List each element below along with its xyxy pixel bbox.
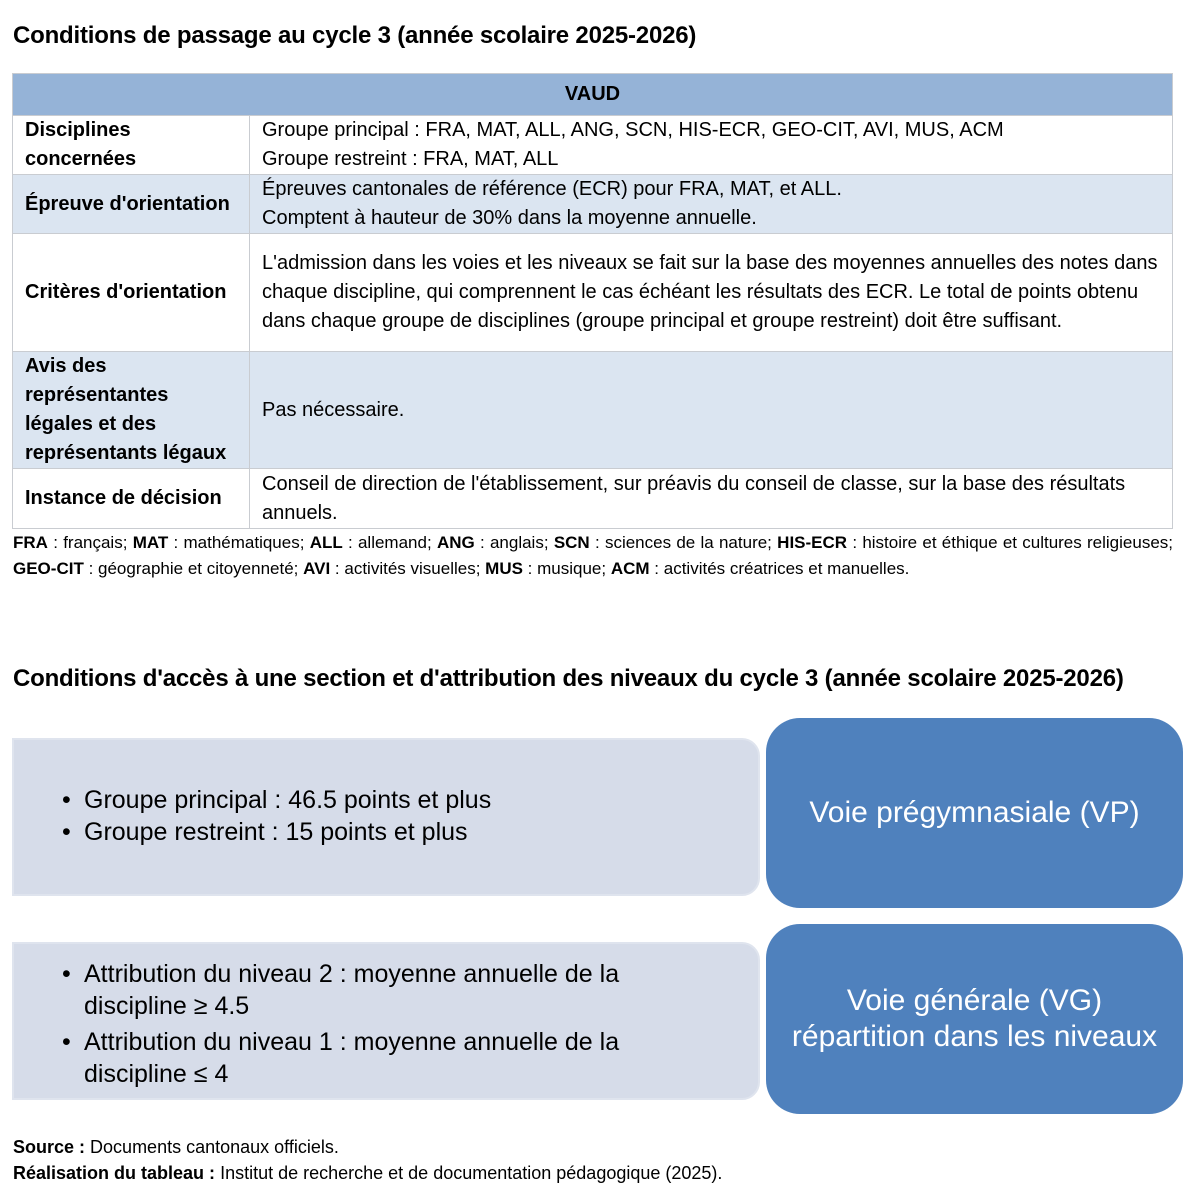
legend-abbr: AVI	[303, 559, 331, 578]
legend-abbr: MAT	[132, 533, 169, 552]
row-key: Épreuve d'orientation	[12, 174, 250, 234]
legend-text: histoire et éthique et cultures religieu…	[862, 533, 1174, 552]
legend-text: allemand;	[357, 533, 432, 552]
row-value: L'admission dans les voies et les niveau…	[249, 233, 1173, 352]
legend-text: géographie et citoyenneté;	[98, 559, 299, 578]
table-row: Avis des représentantes légales et des r…	[12, 351, 1173, 469]
legend-abbr: GEO-CIT	[13, 559, 84, 578]
table-header-canton: VAUD	[12, 73, 1173, 116]
row-value: Pas nécessaire.	[249, 351, 1173, 469]
legend-abbr: HIS-ECR	[777, 533, 848, 552]
criterion: Attribution du niveau 1 : moyenne annuel…	[62, 1026, 684, 1090]
row-value: Épreuves cantonales de référence (ECR) p…	[249, 174, 1173, 234]
legend-text: mathématiques;	[183, 533, 305, 552]
criteria-box-vg: Attribution du niveau 2 : moyenne annuel…	[12, 942, 760, 1100]
criterion: Groupe restreint : 15 points et plus	[62, 816, 758, 848]
row-key: Avis des représentantes légales et des r…	[12, 351, 250, 469]
legend-text: activités créatrices et manuelles.	[663, 559, 910, 578]
legend-text: français;	[63, 533, 128, 552]
legend-abbr: ACM	[610, 559, 650, 578]
row-value: Groupe principal : FRA, MAT, ALL, ANG, S…	[249, 115, 1173, 175]
abbreviation-legend: FRA : français; MAT : mathématiques; ALL…	[13, 533, 1174, 578]
row-key: Disciplines concernées	[12, 115, 250, 175]
source-line: Source : Documents cantonaux officiels.	[13, 1137, 339, 1157]
legend-text: sciences de la nature;	[604, 533, 772, 552]
criterion: Groupe principal : 46.5 points et plus	[62, 784, 758, 816]
legend-abbr: ALL	[309, 533, 343, 552]
criteria-box-vp: Groupe principal : 46.5 points et plusGr…	[12, 738, 760, 896]
legend-abbr: ANG	[436, 533, 475, 552]
legend-abbr: SCN	[553, 533, 590, 552]
row-value: Conseil de direction de l'établissement,…	[249, 468, 1173, 529]
criterion: Attribution du niveau 2 : moyenne annuel…	[62, 958, 684, 1022]
row-key: Instance de décision	[12, 468, 250, 529]
row-key: Critères d'orientation	[12, 233, 250, 352]
credit-line: Réalisation du tableau : Institut de rec…	[13, 1163, 723, 1183]
legend-text: anglais;	[489, 533, 549, 552]
legend-text: musique;	[537, 559, 607, 578]
track-box-vp: Voie prégymnasiale (VP)	[766, 718, 1183, 908]
legend-text: activités visuelles;	[344, 559, 481, 578]
legend-abbr: MUS	[485, 559, 523, 578]
section-title-access: Conditions d'accès à une section et d'at…	[13, 665, 1124, 692]
legend-abbr: FRA	[13, 533, 48, 552]
track-box-vg: Voie générale (VG)répartition dans les n…	[766, 924, 1183, 1114]
section-title-passage: Conditions de passage au cycle 3 (année …	[13, 22, 697, 49]
